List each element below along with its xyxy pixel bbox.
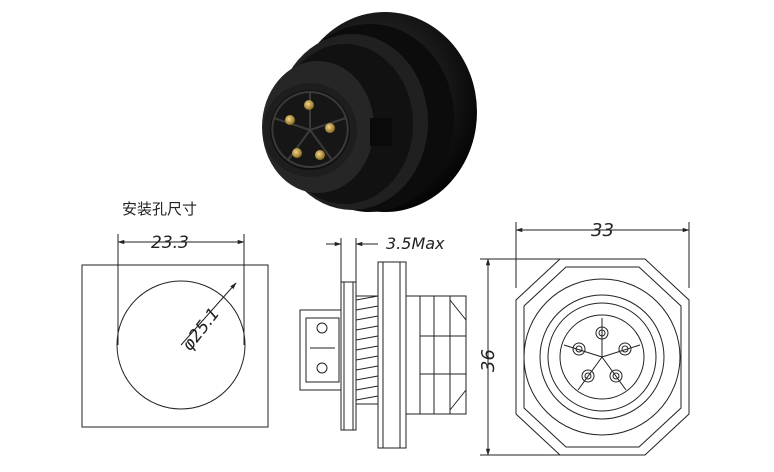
pin-2 — [325, 123, 335, 133]
connector-photo — [262, 12, 477, 212]
diameter-leader — [180, 282, 237, 346]
pin-4 — [292, 148, 302, 158]
rear-body — [405, 295, 467, 415]
dim-23-3: 23.3 — [151, 233, 189, 253]
dim-33: 33 — [591, 220, 614, 241]
pin-3 — [315, 150, 325, 160]
dim-36: 36 — [478, 349, 499, 372]
dim-3-5-max: 3.5Max — [386, 234, 445, 253]
cutout-circle — [116, 280, 246, 410]
panel-cutout-drawing — [81, 234, 269, 428]
side-view-drawing — [299, 238, 467, 449]
dim-phi-25-1: φ25.1 — [178, 304, 224, 355]
panel-square — [81, 264, 269, 428]
pin-5 — [285, 115, 295, 125]
side-nut — [377, 261, 407, 449]
front-view-drawing — [480, 222, 690, 456]
pin-1 — [304, 100, 314, 110]
mounting-hole-size-label: 安装孔尺寸 — [122, 200, 198, 218]
